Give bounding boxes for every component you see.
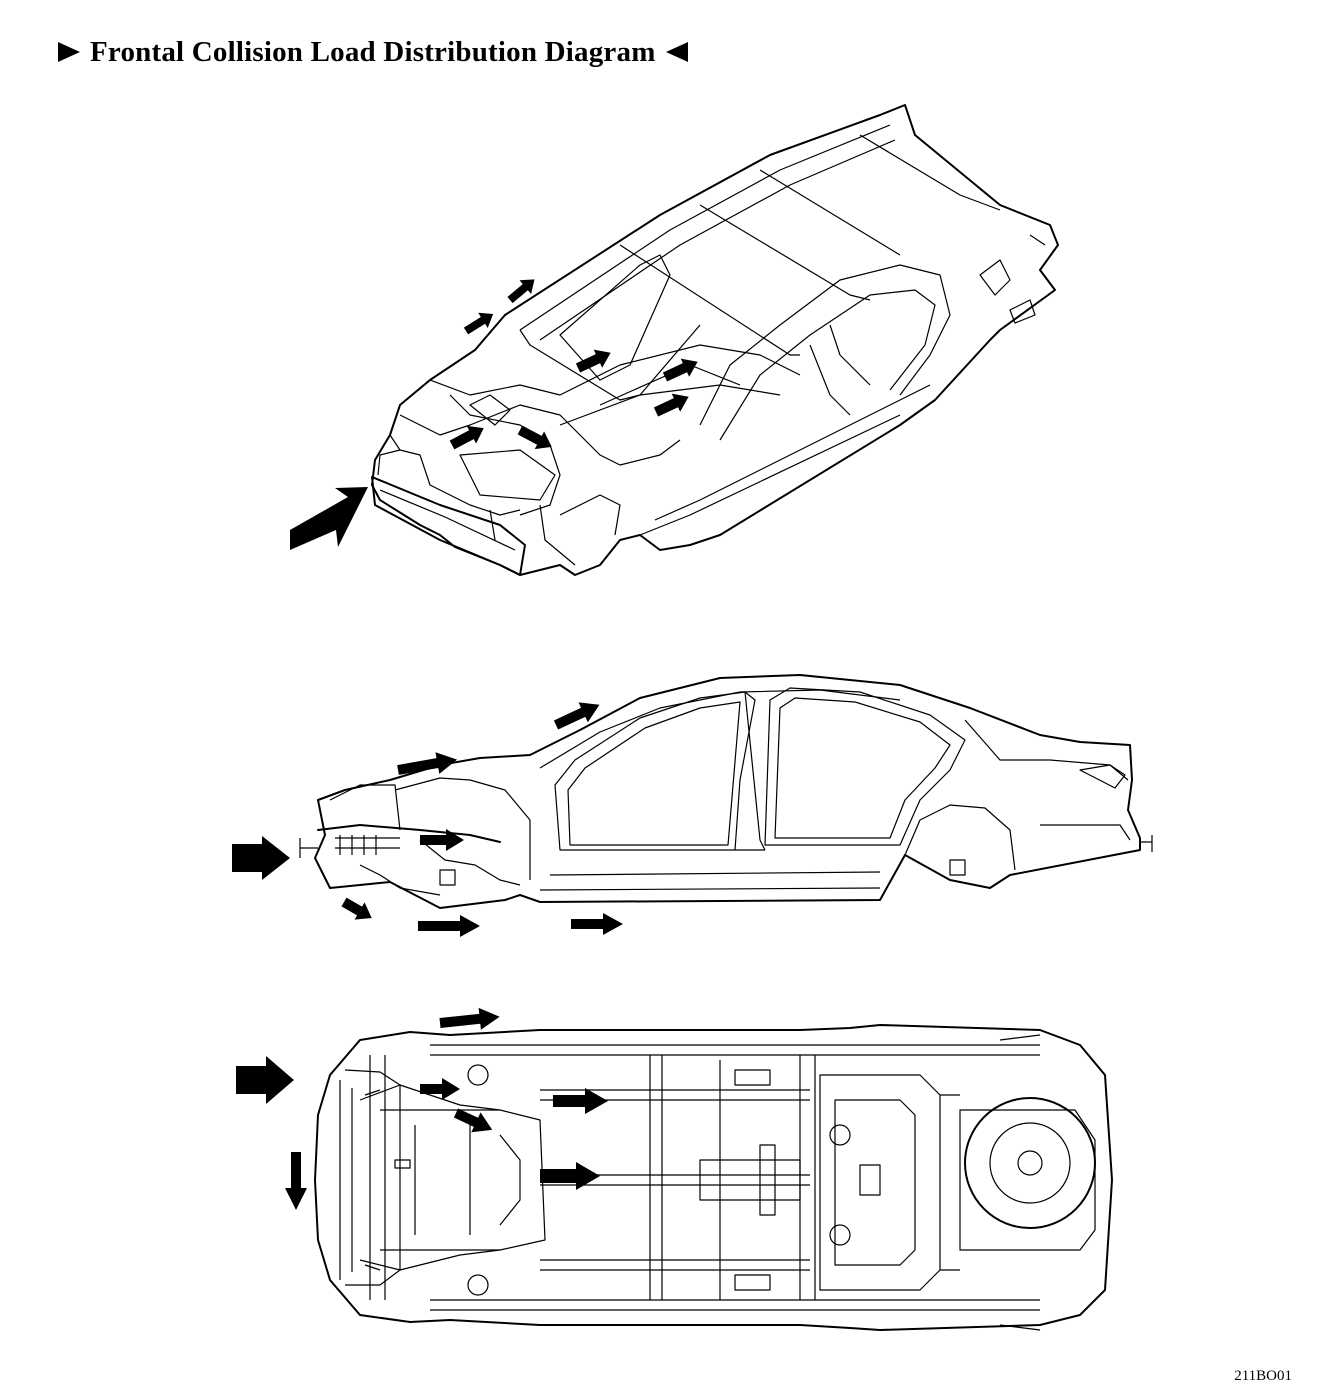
underbody-load-arrows [236,1007,608,1210]
load-arrow-impact [290,487,368,550]
title-text: Frontal Collision Load Distribution Diag… [90,35,656,68]
side-body-outline [299,674,1153,909]
load-arrow-side-roof [553,702,600,730]
load-arrow-tunnel-1 [575,349,611,373]
side-load-arrows [232,702,623,937]
load-arrow-side-floor-1 [418,915,480,937]
car-body-isometric-drawing [290,104,1059,576]
load-arrow-rail-1 [449,425,484,450]
load-arrow-under-tunnel [540,1162,600,1190]
load-arrow-roof-2 [507,279,535,304]
isometric-view [0,95,1344,595]
load-arrow-side-rail [420,829,464,851]
side-view [0,660,1344,960]
load-arrow-under-down [285,1152,307,1210]
load-arrow-rail-2 [517,425,552,450]
load-arrow-under-rail-1 [420,1078,460,1100]
isometric-load-arrows [290,279,698,550]
page-title: Frontal Collision Load Distribution Diag… [58,30,688,74]
load-arrow-side-impact [232,836,290,880]
load-arrow-under-rail-2 [453,1108,493,1133]
load-arrow-roof-1 [463,312,494,335]
load-arrow-floor [653,393,689,417]
figure-code: 211BO01 [1234,1368,1292,1384]
load-arrow-under-sill [553,1088,608,1114]
isometric-body-outline [371,104,1059,576]
underbody-outline [314,1024,1113,1331]
load-arrow-side-lower [341,897,372,920]
load-arrow-under-top [439,1007,500,1030]
load-arrow-under-impact [236,1056,294,1104]
underbody-view [0,1000,1344,1345]
right-pointer-icon [58,42,80,62]
load-arrow-side-apron [397,752,458,775]
load-arrow-side-floor-2 [571,913,623,935]
load-arrow-tunnel-2 [662,358,698,382]
car-body-underbody-drawing [236,1007,1113,1331]
car-body-side-drawing [232,674,1153,937]
left-pointer-icon [665,42,688,62]
